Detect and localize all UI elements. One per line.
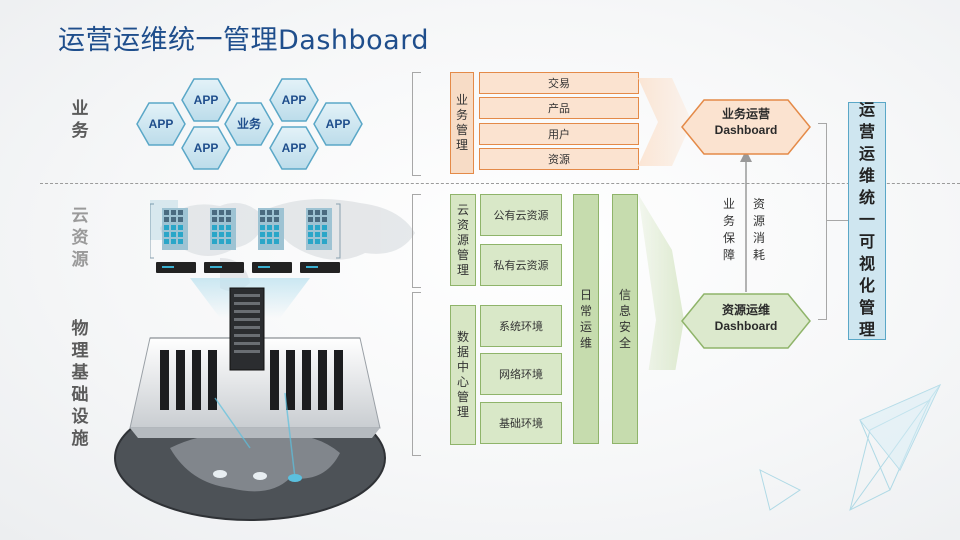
bracket-dc [412,292,421,456]
hex-business [224,102,274,146]
hex-text: 业务 [237,116,262,131]
decorative-triangles [759,384,942,511]
connector-arrows [638,78,752,370]
res-dashboard-hex [681,293,811,349]
biz-dashboard-text: 业务运营 Dashboard [714,107,778,137]
hex-app-2 [181,78,231,122]
datacenter-illustration [114,278,386,521]
business-item-trade: 交易 [479,72,639,94]
label-resource-consumption: 资源消耗 [752,197,765,262]
hex-text: APP [149,117,174,131]
dc-mgmt-label: 数据中心管理 [450,305,476,445]
hex-app-4 [269,78,319,122]
biz-dashboard-hex [681,99,811,155]
hex-text: APP [194,93,219,107]
label-infra: 物理基础设施 [71,319,89,448]
business-item-resource: 资源 [479,148,639,170]
daily-ops-box: 日常运维 [573,194,599,444]
business-mgmt-label: 业务管理 [450,72,474,174]
cloud-item-public: 公有云资源 [480,194,562,236]
hex-app-5 [269,126,319,170]
info-security-box: 信息安全 [612,194,638,444]
label-cloud: 云资源 [71,206,89,269]
dc-item-system: 系统环境 [480,305,562,347]
label-business: 业务 [71,99,89,140]
server-grid-3 [258,208,284,250]
cloud-server-illustration [150,200,341,273]
app-hex-cluster: APP APP APP 业务 APP APP APP [136,78,363,170]
orange-arrow [638,78,692,166]
business-item-product: 产品 [479,97,639,119]
bracket-cloud [412,194,421,288]
cloud-mgmt-label: 云资源管理 [450,194,476,286]
cloud-item-private: 私有云资源 [480,244,562,286]
hex-app-1 [136,102,186,146]
section-divider [40,183,960,184]
bracket-right [818,123,827,320]
hex-text: APP [326,117,351,131]
hex-text: APP [194,141,219,155]
server-grid-4 [306,208,332,250]
server-grid-2 [210,208,236,250]
green-arrow [638,194,684,370]
dc-item-network: 网络环境 [480,353,562,395]
unified-visual-mgmt-box: 运营运维统一可视化管理 [848,102,886,340]
bracket-business [412,72,421,176]
dc-item-basic: 基础环境 [480,402,562,444]
hex-app-6 [313,102,363,146]
label-business-assurance: 业务保障 [722,197,735,262]
hex-text: APP [282,141,307,155]
hex-app-3 [181,126,231,170]
business-item-user: 用户 [479,123,639,145]
server-units [156,262,340,273]
server-grid-1 [162,208,188,250]
res-dashboard-text: 资源运维 Dashboard [714,303,778,333]
hex-text: APP [282,93,307,107]
bracket-right-stem [826,220,848,221]
page-title: 运营运维统一管理Dashboard [58,25,429,56]
